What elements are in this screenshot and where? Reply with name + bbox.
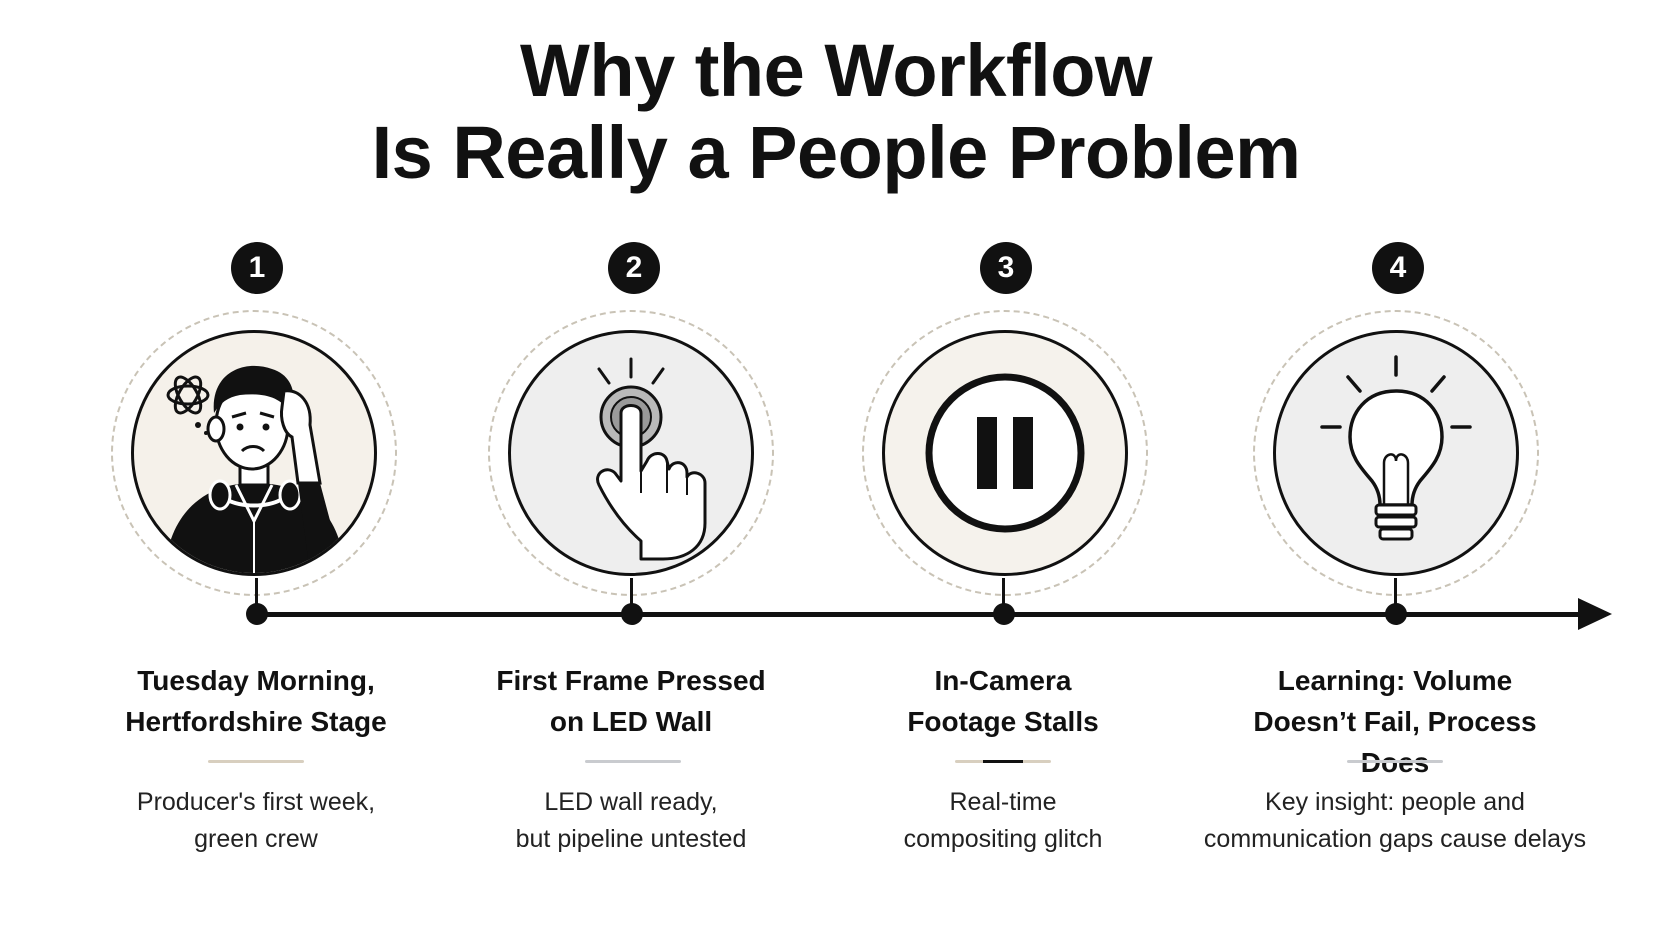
page-title: Why the Workflow Is Really a People Prob… (0, 30, 1672, 194)
step-description-3: Real-time compositing glitch (813, 784, 1193, 858)
step-number-badge-2: 2 (608, 242, 660, 294)
step-divider-2 (585, 760, 681, 763)
step-stem-2 (630, 578, 633, 614)
step-description-2: LED wall ready, but pipeline untested (441, 784, 821, 858)
step-heading-4-line-2: Doesn’t Fail, Process Does (1253, 706, 1537, 778)
pointing-hand-button-icon (596, 357, 707, 561)
step-description-4: Key insight: people and communication ga… (1195, 784, 1595, 858)
timeline-dot-1 (246, 603, 268, 625)
step-description-3-line-1: Real-time (949, 788, 1057, 816)
step-heading-1: Tuesday Morning, Hertfordshire Stage (86, 660, 426, 742)
step-heading-2-line-1: First Frame Pressed (496, 665, 766, 696)
step-description-1-line-2: green crew (194, 825, 318, 853)
step-description-1-line-1: Producer's first week, (136, 788, 376, 816)
step-heading-4-line-1: Learning: Volume (1277, 665, 1513, 696)
step-description-1: Producer's first week, green crew (66, 784, 446, 858)
timeline-dot-2 (621, 603, 643, 625)
step-number-badge-3: 3 (980, 242, 1032, 294)
step-divider-3 (955, 760, 1051, 763)
step-description-2-line-1: LED wall ready, (544, 788, 718, 816)
lightbulb-icon (1320, 355, 1472, 541)
step-heading-3: In-Camera Footage Stalls (833, 660, 1173, 742)
worried-person-icon (164, 365, 346, 573)
step-number-badge-1: 1 (231, 242, 283, 294)
title-line-1: Why the Workflow (520, 29, 1152, 112)
pause-icon (925, 373, 1085, 533)
step-description-4-line-2: communication gaps cause delays (1203, 825, 1587, 853)
step-heading-2: First Frame Pressed on LED Wall (461, 660, 801, 742)
step-heading-1-line-1: Tuesday Morning, (137, 665, 375, 696)
step-number-badge-4: 4 (1372, 242, 1424, 294)
step-stem-4 (1394, 578, 1397, 614)
step-description-2-line-2: but pipeline untested (515, 825, 747, 853)
step-icon-circle-2 (508, 330, 754, 576)
step-stem-3 (1002, 578, 1005, 614)
step-heading-3-line-1: In-Camera (934, 665, 1072, 696)
timeline-line (255, 612, 1587, 617)
timeline-dot-4 (1385, 603, 1407, 625)
step-description-3-line-2: compositing glitch (903, 825, 1103, 853)
timeline-arrowhead (1578, 598, 1612, 630)
step-icon-circle-3 (882, 330, 1128, 576)
step-heading-3-line-2: Footage Stalls (907, 706, 1099, 737)
step-heading-4: Learning: Volume Doesn’t Fail, Process D… (1225, 660, 1565, 783)
title-line-2: Is Really a People Problem (371, 111, 1301, 194)
step-divider-3-accent (983, 760, 1023, 763)
timeline-dot-3 (993, 603, 1015, 625)
step-icon-circle-4 (1273, 330, 1519, 576)
step-divider-1 (208, 760, 304, 763)
step-heading-2-line-2: on LED Wall (549, 706, 713, 737)
step-heading-1-line-2: Hertfordshire Stage (125, 706, 387, 737)
step-divider-4 (1347, 760, 1443, 763)
step-stem-1 (255, 578, 258, 614)
step-icon-circle-1 (131, 330, 377, 576)
step-description-4-line-1: Key insight: people and (1265, 788, 1525, 816)
